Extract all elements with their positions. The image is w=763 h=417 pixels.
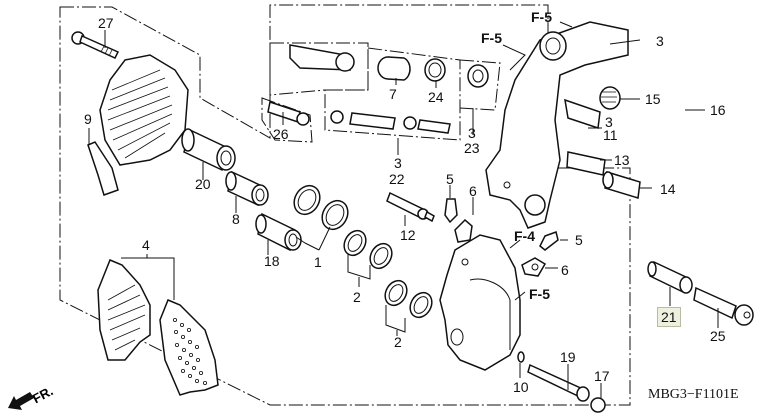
callout-22[interactable]: 22 bbox=[389, 171, 405, 187]
callout-21-highlighted[interactable]: 21 bbox=[657, 307, 681, 327]
part-6-cap-a[interactable] bbox=[454, 218, 473, 243]
callout-14[interactable]: 14 bbox=[660, 181, 676, 197]
callout-16[interactable]: 16 bbox=[710, 102, 726, 118]
callout-5-b[interactable]: 5 bbox=[575, 232, 583, 248]
callout-17[interactable]: 17 bbox=[594, 368, 610, 384]
callout-3-spring[interactable]: 3 bbox=[605, 114, 613, 130]
reference-f5-left[interactable]: F-5 bbox=[481, 30, 502, 46]
part-5-bleeder-b[interactable] bbox=[539, 231, 559, 251]
callout-3-kit22[interactable]: 3 bbox=[394, 155, 402, 171]
callout-4[interactable]: 4 bbox=[142, 237, 150, 253]
part-7-piston[interactable] bbox=[377, 56, 411, 81]
part-27-bolt[interactable] bbox=[71, 31, 120, 59]
part-1-piston-seals[interactable] bbox=[289, 181, 353, 234]
part-20-sleeve[interactable] bbox=[181, 128, 236, 172]
callout-3-holder[interactable]: 3 bbox=[656, 33, 664, 49]
part-5-bleeder-a[interactable] bbox=[444, 198, 458, 224]
part-14-boot[interactable] bbox=[602, 171, 641, 199]
ref-arrows bbox=[502, 21, 573, 301]
part-18-sleeve[interactable] bbox=[255, 212, 302, 252]
reference-f5-caliper[interactable]: F-5 bbox=[529, 286, 550, 302]
callout-8[interactable]: 8 bbox=[232, 211, 240, 227]
part-15-boot[interactable] bbox=[599, 86, 621, 110]
diagram-code: MBG3−F1101E bbox=[648, 387, 739, 402]
callout-2-b[interactable]: 2 bbox=[394, 334, 402, 350]
callout-26[interactable]: 26 bbox=[273, 126, 289, 142]
front-direction-arrow bbox=[8, 392, 34, 410]
part-17-plug[interactable] bbox=[590, 397, 606, 413]
part-23-seal[interactable] bbox=[467, 64, 489, 88]
callout-12[interactable]: 12 bbox=[400, 227, 416, 243]
callout-19[interactable]: 19 bbox=[560, 349, 576, 365]
caliper-holder[interactable] bbox=[485, 21, 629, 229]
part-22-kit[interactable] bbox=[330, 110, 451, 134]
part-21-collar[interactable] bbox=[647, 260, 693, 294]
part-12-pin[interactable] bbox=[386, 191, 435, 223]
callout-5-a[interactable]: 5 bbox=[446, 171, 454, 187]
callout-25[interactable]: 25 bbox=[710, 328, 726, 344]
part-24-seal[interactable] bbox=[424, 58, 446, 82]
callout-20[interactable]: 20 bbox=[195, 176, 211, 192]
callout-24[interactable]: 24 bbox=[428, 89, 444, 105]
part-kit-slider[interactable] bbox=[289, 44, 355, 72]
callout-2-a[interactable]: 2 bbox=[353, 289, 361, 305]
callout-6-b[interactable]: 6 bbox=[561, 262, 569, 278]
callout-10[interactable]: 10 bbox=[513, 379, 529, 395]
part-9-clip[interactable] bbox=[87, 141, 119, 196]
part-2-piston-seals-a[interactable] bbox=[340, 227, 396, 273]
part-26-bolt[interactable] bbox=[267, 101, 310, 126]
kit-boundary-26 bbox=[261, 97, 313, 143]
callout-15[interactable]: 15 bbox=[645, 91, 661, 107]
part-13-pin[interactable] bbox=[566, 151, 606, 176]
leader-lines bbox=[88, 30, 719, 398]
part-10-washer[interactable] bbox=[517, 351, 525, 363]
callout-18[interactable]: 18 bbox=[264, 253, 280, 269]
reference-f4[interactable]: F-4 bbox=[514, 228, 535, 244]
assembly-boundary bbox=[59, 4, 631, 406]
part-4-brake-pads[interactable] bbox=[97, 259, 219, 396]
part-11-pad-spring[interactable] bbox=[564, 98, 601, 130]
reference-f5-top[interactable]: F-5 bbox=[531, 9, 552, 25]
callout-3-kit23[interactable]: 3 bbox=[468, 125, 476, 141]
part-25-bolt[interactable] bbox=[693, 286, 754, 326]
part-2-piston-seals-b[interactable] bbox=[381, 277, 436, 322]
callout-11[interactable]: 11 bbox=[603, 127, 618, 143]
caliper-body[interactable] bbox=[439, 234, 521, 371]
part-6-cap-b[interactable] bbox=[521, 257, 547, 277]
caliper-bracket[interactable] bbox=[99, 54, 189, 166]
callout-7[interactable]: 7 bbox=[389, 86, 397, 102]
callout-9[interactable]: 9 bbox=[84, 111, 92, 127]
callout-27[interactable]: 27 bbox=[98, 15, 114, 31]
callout-6-a[interactable]: 6 bbox=[469, 183, 477, 199]
part-8-sleeve[interactable] bbox=[225, 170, 269, 207]
part-19-pin[interactable] bbox=[527, 363, 590, 402]
callout-13[interactable]: 13 bbox=[614, 152, 630, 168]
callout-1[interactable]: 1 bbox=[314, 254, 322, 270]
callout-23[interactable]: 23 bbox=[464, 140, 480, 156]
